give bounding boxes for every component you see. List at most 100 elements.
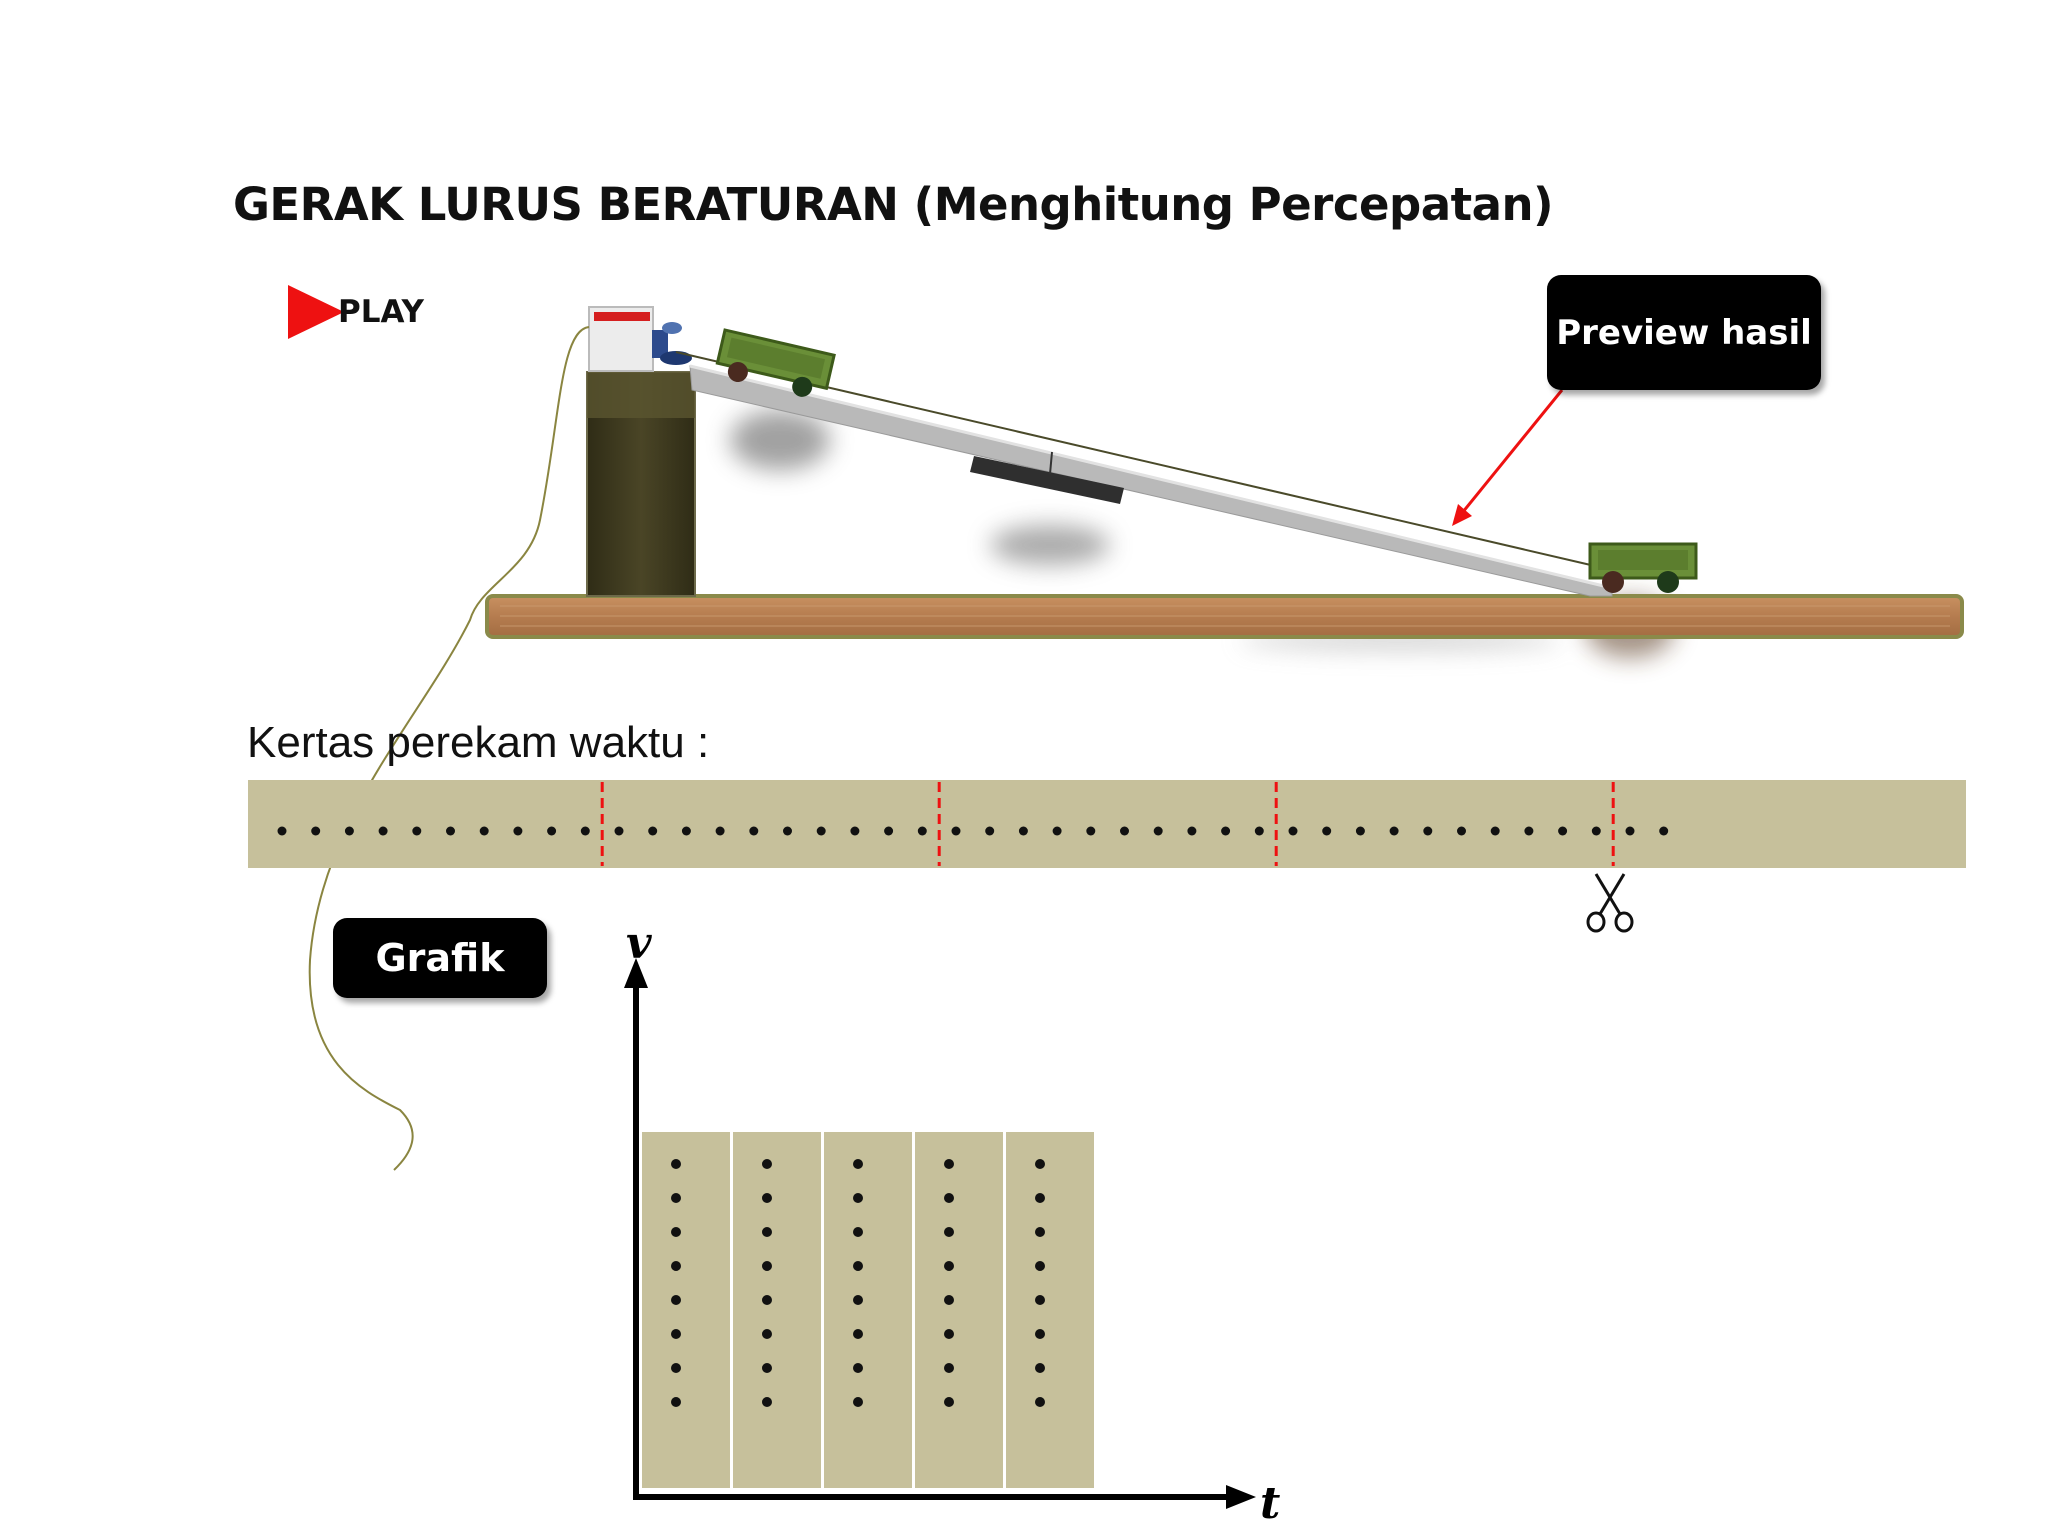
tape-dot — [1322, 826, 1332, 836]
strip-dot — [671, 1159, 681, 1169]
x-axis-arrow — [1226, 1485, 1256, 1509]
strip-dot — [762, 1193, 772, 1203]
tape-dot — [1423, 826, 1433, 836]
tape-strip — [642, 1132, 730, 1488]
strip-dot — [853, 1261, 863, 1271]
tape-dot — [412, 826, 422, 836]
tape-dot — [816, 826, 826, 836]
strip-dot — [671, 1397, 681, 1407]
strip-dot — [1035, 1261, 1045, 1271]
strip-dot — [853, 1159, 863, 1169]
strip-dot — [762, 1329, 772, 1339]
tape-dot — [1052, 826, 1062, 836]
strip-dot — [944, 1397, 954, 1407]
tape-dot — [715, 826, 725, 836]
strip-dot — [762, 1363, 772, 1373]
strip-dot — [671, 1295, 681, 1305]
power-cable — [308, 326, 590, 1171]
strip-dot — [671, 1261, 681, 1271]
play-button-label: PLAY — [338, 294, 424, 330]
tape-dot — [1153, 826, 1163, 836]
play-button[interactable]: PLAY — [288, 280, 488, 344]
strip-dot — [762, 1397, 772, 1407]
strip-dot — [944, 1329, 954, 1339]
tape-dot — [344, 826, 354, 836]
strip-dot — [1035, 1159, 1045, 1169]
strip-dot — [671, 1227, 681, 1237]
strip-dot — [762, 1261, 772, 1271]
tape-dot — [1254, 826, 1264, 836]
tape-strip — [824, 1132, 912, 1488]
strip-dot — [671, 1363, 681, 1373]
arrow-icon — [1452, 389, 1564, 526]
strip-dot — [1035, 1397, 1045, 1407]
graph-button[interactable]: Grafik — [333, 918, 547, 998]
page-title: GERAK LURUS BERATURAN (Menghitung Percep… — [233, 178, 1554, 231]
strip-dot — [853, 1329, 863, 1339]
tape-dot — [884, 826, 894, 836]
tape-dot — [749, 826, 759, 836]
cart-top — [715, 328, 836, 397]
tape-dot — [580, 826, 590, 836]
tape-dot — [1120, 826, 1129, 836]
tape-dot — [1086, 826, 1096, 836]
tape-dot — [917, 826, 927, 836]
tape-dot — [378, 826, 388, 836]
tape-dot — [783, 826, 792, 836]
tape-dot — [1187, 826, 1197, 836]
tape-string — [675, 351, 1596, 567]
tape-strip — [1006, 1132, 1094, 1488]
strip-dot — [944, 1193, 954, 1203]
strip-dot — [1035, 1329, 1045, 1339]
tape-dot — [513, 826, 523, 836]
tape-dot — [1591, 826, 1601, 836]
tape-dot — [547, 826, 557, 836]
scissors-icon[interactable] — [1584, 870, 1636, 934]
tape-dot — [1457, 826, 1466, 836]
tape-dot — [479, 826, 489, 836]
tape-dot — [277, 826, 287, 836]
strip-dot — [1035, 1227, 1045, 1237]
strip-dot — [944, 1295, 954, 1305]
x-axis-label: t — [1260, 1478, 1280, 1529]
tape-dot — [1524, 826, 1534, 836]
tape-dot — [1490, 826, 1500, 836]
tape-dot — [951, 826, 961, 836]
strip-dot — [853, 1295, 863, 1305]
strip-dot — [1035, 1193, 1045, 1203]
ramp-support — [970, 456, 1124, 504]
tape-dot — [1625, 826, 1635, 836]
tape-dot — [446, 826, 455, 836]
strip-dot — [944, 1261, 954, 1271]
tape-strip — [915, 1132, 1003, 1488]
strip-dot — [944, 1159, 954, 1169]
strip-dot — [944, 1363, 954, 1373]
y-axis-label: v — [626, 918, 652, 969]
strip-dot — [853, 1363, 863, 1373]
tape-dot — [1355, 826, 1365, 836]
tape-dot — [985, 826, 995, 836]
strip-dot — [1035, 1295, 1045, 1305]
strip-dot — [853, 1193, 863, 1203]
tape-strip — [733, 1132, 821, 1488]
play-icon — [288, 285, 344, 339]
tape-dot — [850, 826, 860, 836]
tape-dot — [1018, 826, 1028, 836]
strip-dot — [1035, 1363, 1045, 1373]
tape-dot — [1659, 826, 1669, 836]
strip-dot — [944, 1227, 954, 1237]
recording-tape — [248, 780, 1966, 868]
strip-dot — [671, 1193, 681, 1203]
tape-dots — [277, 782, 1669, 866]
strip-dot — [762, 1227, 772, 1237]
strip-dot — [762, 1295, 772, 1305]
cart-bottom — [1588, 542, 1698, 593]
tape-dot — [1221, 826, 1231, 836]
tape-strips — [642, 1132, 1094, 1488]
tape-label: Kertas perekam waktu : — [247, 718, 710, 767]
preview-result-button[interactable]: Preview hasil — [1547, 275, 1821, 390]
tape-dot — [1389, 826, 1399, 836]
strip-dot — [853, 1397, 863, 1407]
